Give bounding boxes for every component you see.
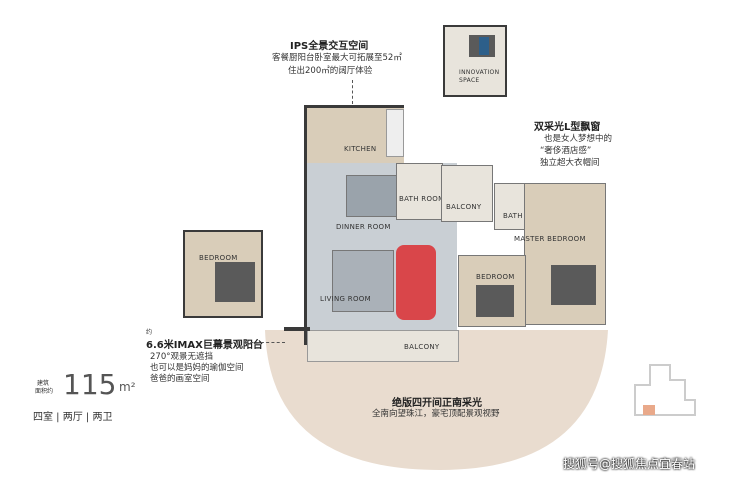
ips-line2: 住出200㎡的阔厅体验 (288, 66, 373, 76)
imax-line2: 也可以是妈妈的瑜伽空间 (150, 363, 244, 373)
bay-window-title: 双采光L型飘窗 (534, 122, 601, 133)
floor-plan: KITCHEN DINNER ROOM LIVING ROOM BATH ROO… (284, 105, 608, 367)
imax-leader-line (245, 342, 285, 344)
imax-prefix: 约 (146, 329, 153, 336)
bedroom-label: BEDROOM (476, 273, 515, 281)
area-unit: m² (119, 380, 136, 394)
area-label-2: 面积约 (35, 388, 54, 395)
innovation-space-plan: INNOVATION SPACE (443, 25, 507, 97)
layout-text: 四室 | 两厅 | 两卫 (33, 412, 113, 423)
site-map-icon (634, 364, 696, 416)
area-badge: 建筑 面积约 115 m² 四室 | 两厅 | 两卫 (33, 368, 136, 426)
imax-title: 6.6米IMAX巨幕景观阳台 (146, 340, 263, 351)
ips-leader-line (352, 80, 354, 104)
dinner-room-label: DINNER ROOM (336, 223, 391, 231)
alt-bedroom-plan: BEDROOM (183, 230, 263, 318)
sofa (332, 250, 394, 312)
innovation-label-2: SPACE (459, 77, 480, 84)
alt-bedroom-label: BEDROOM (199, 254, 238, 262)
ips-title: IPS全景交互空间 (290, 41, 369, 52)
imax-line3: 爸爸的画室空间 (150, 374, 210, 384)
imax-line1: 270°观景无遮挡 (150, 352, 213, 362)
ips-line1: 客餐厨阳台卧室最大可拓展至52㎡ (272, 53, 402, 63)
south-title: 绝版四开间正南采光 (392, 398, 482, 409)
master-bed (551, 265, 596, 305)
watermark: 搜狐号@搜狐焦点宜春站 (563, 457, 696, 471)
south-line1: 全南向望珠江，豪宅顶配景观视野 (372, 409, 500, 419)
kitchen-counter (386, 109, 404, 157)
main-balcony (307, 330, 459, 362)
dining-table (346, 175, 403, 217)
bathroom-1 (396, 163, 443, 220)
kitchen-label: KITCHEN (344, 145, 377, 153)
area-number: 115 (63, 368, 117, 401)
small-balcony (441, 165, 493, 222)
living-rug (396, 245, 436, 320)
area-label-1: 建筑 (37, 380, 50, 387)
bay-window-line2: “奢侈酒店感” (540, 146, 592, 156)
living-room-label: LIVING ROOM (320, 295, 371, 303)
bedroom-bed (476, 285, 514, 317)
bay-window-line3: 独立超大衣帽间 (540, 158, 600, 168)
bay-window-line1: 也是女人梦想中的 (544, 134, 613, 144)
bathroom-1-label: BATH ROOM (399, 195, 445, 203)
master-bedroom-label: MASTER BEDROOM (514, 235, 586, 243)
small-balcony-label: BALCONY (446, 203, 482, 211)
innovation-label-1: INNOVATION (459, 69, 500, 76)
main-balcony-label: BALCONY (404, 343, 440, 351)
